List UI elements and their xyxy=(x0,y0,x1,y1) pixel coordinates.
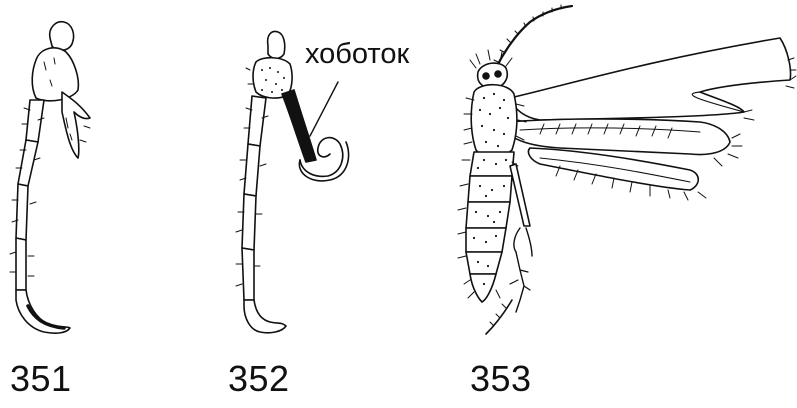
figure-number-353: 353 xyxy=(470,358,532,400)
moth-drawing-353 xyxy=(458,5,796,334)
palp-drawing-352 xyxy=(236,32,349,333)
palp-drawing-351 xyxy=(10,22,90,334)
figure-number-352: 352 xyxy=(228,358,290,400)
figure-number-351: 351 xyxy=(10,358,72,400)
proboscis-callout-label: хоботок xyxy=(305,38,409,71)
callout-leader-line xyxy=(310,82,338,136)
